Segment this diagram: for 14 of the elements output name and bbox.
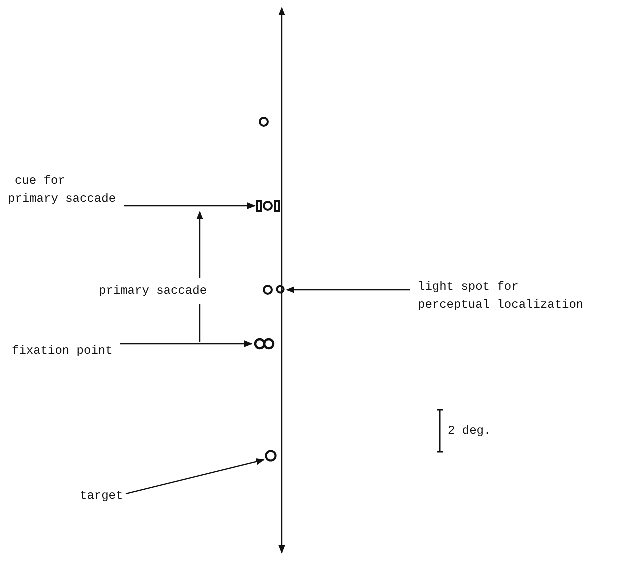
annotation-text: cue for primary saccade <box>8 172 120 208</box>
annotation-text: target <box>80 487 124 505</box>
stimulus-marker <box>256 199 280 213</box>
leader-arrow <box>126 458 265 495</box>
leader-arrow <box>124 202 256 210</box>
stimulus-dot <box>254 337 276 351</box>
arrow-label: primary saccade <box>97 278 210 304</box>
leader-arrow <box>120 340 253 348</box>
scale-label: 2 deg. <box>448 423 492 440</box>
annotation-text: light spot for perceptual localization <box>418 278 588 314</box>
stimulus-dot <box>265 450 277 462</box>
leader-arrow <box>286 286 410 294</box>
stimulus-dot <box>276 285 285 294</box>
annotation-text: fixation point <box>12 342 114 360</box>
